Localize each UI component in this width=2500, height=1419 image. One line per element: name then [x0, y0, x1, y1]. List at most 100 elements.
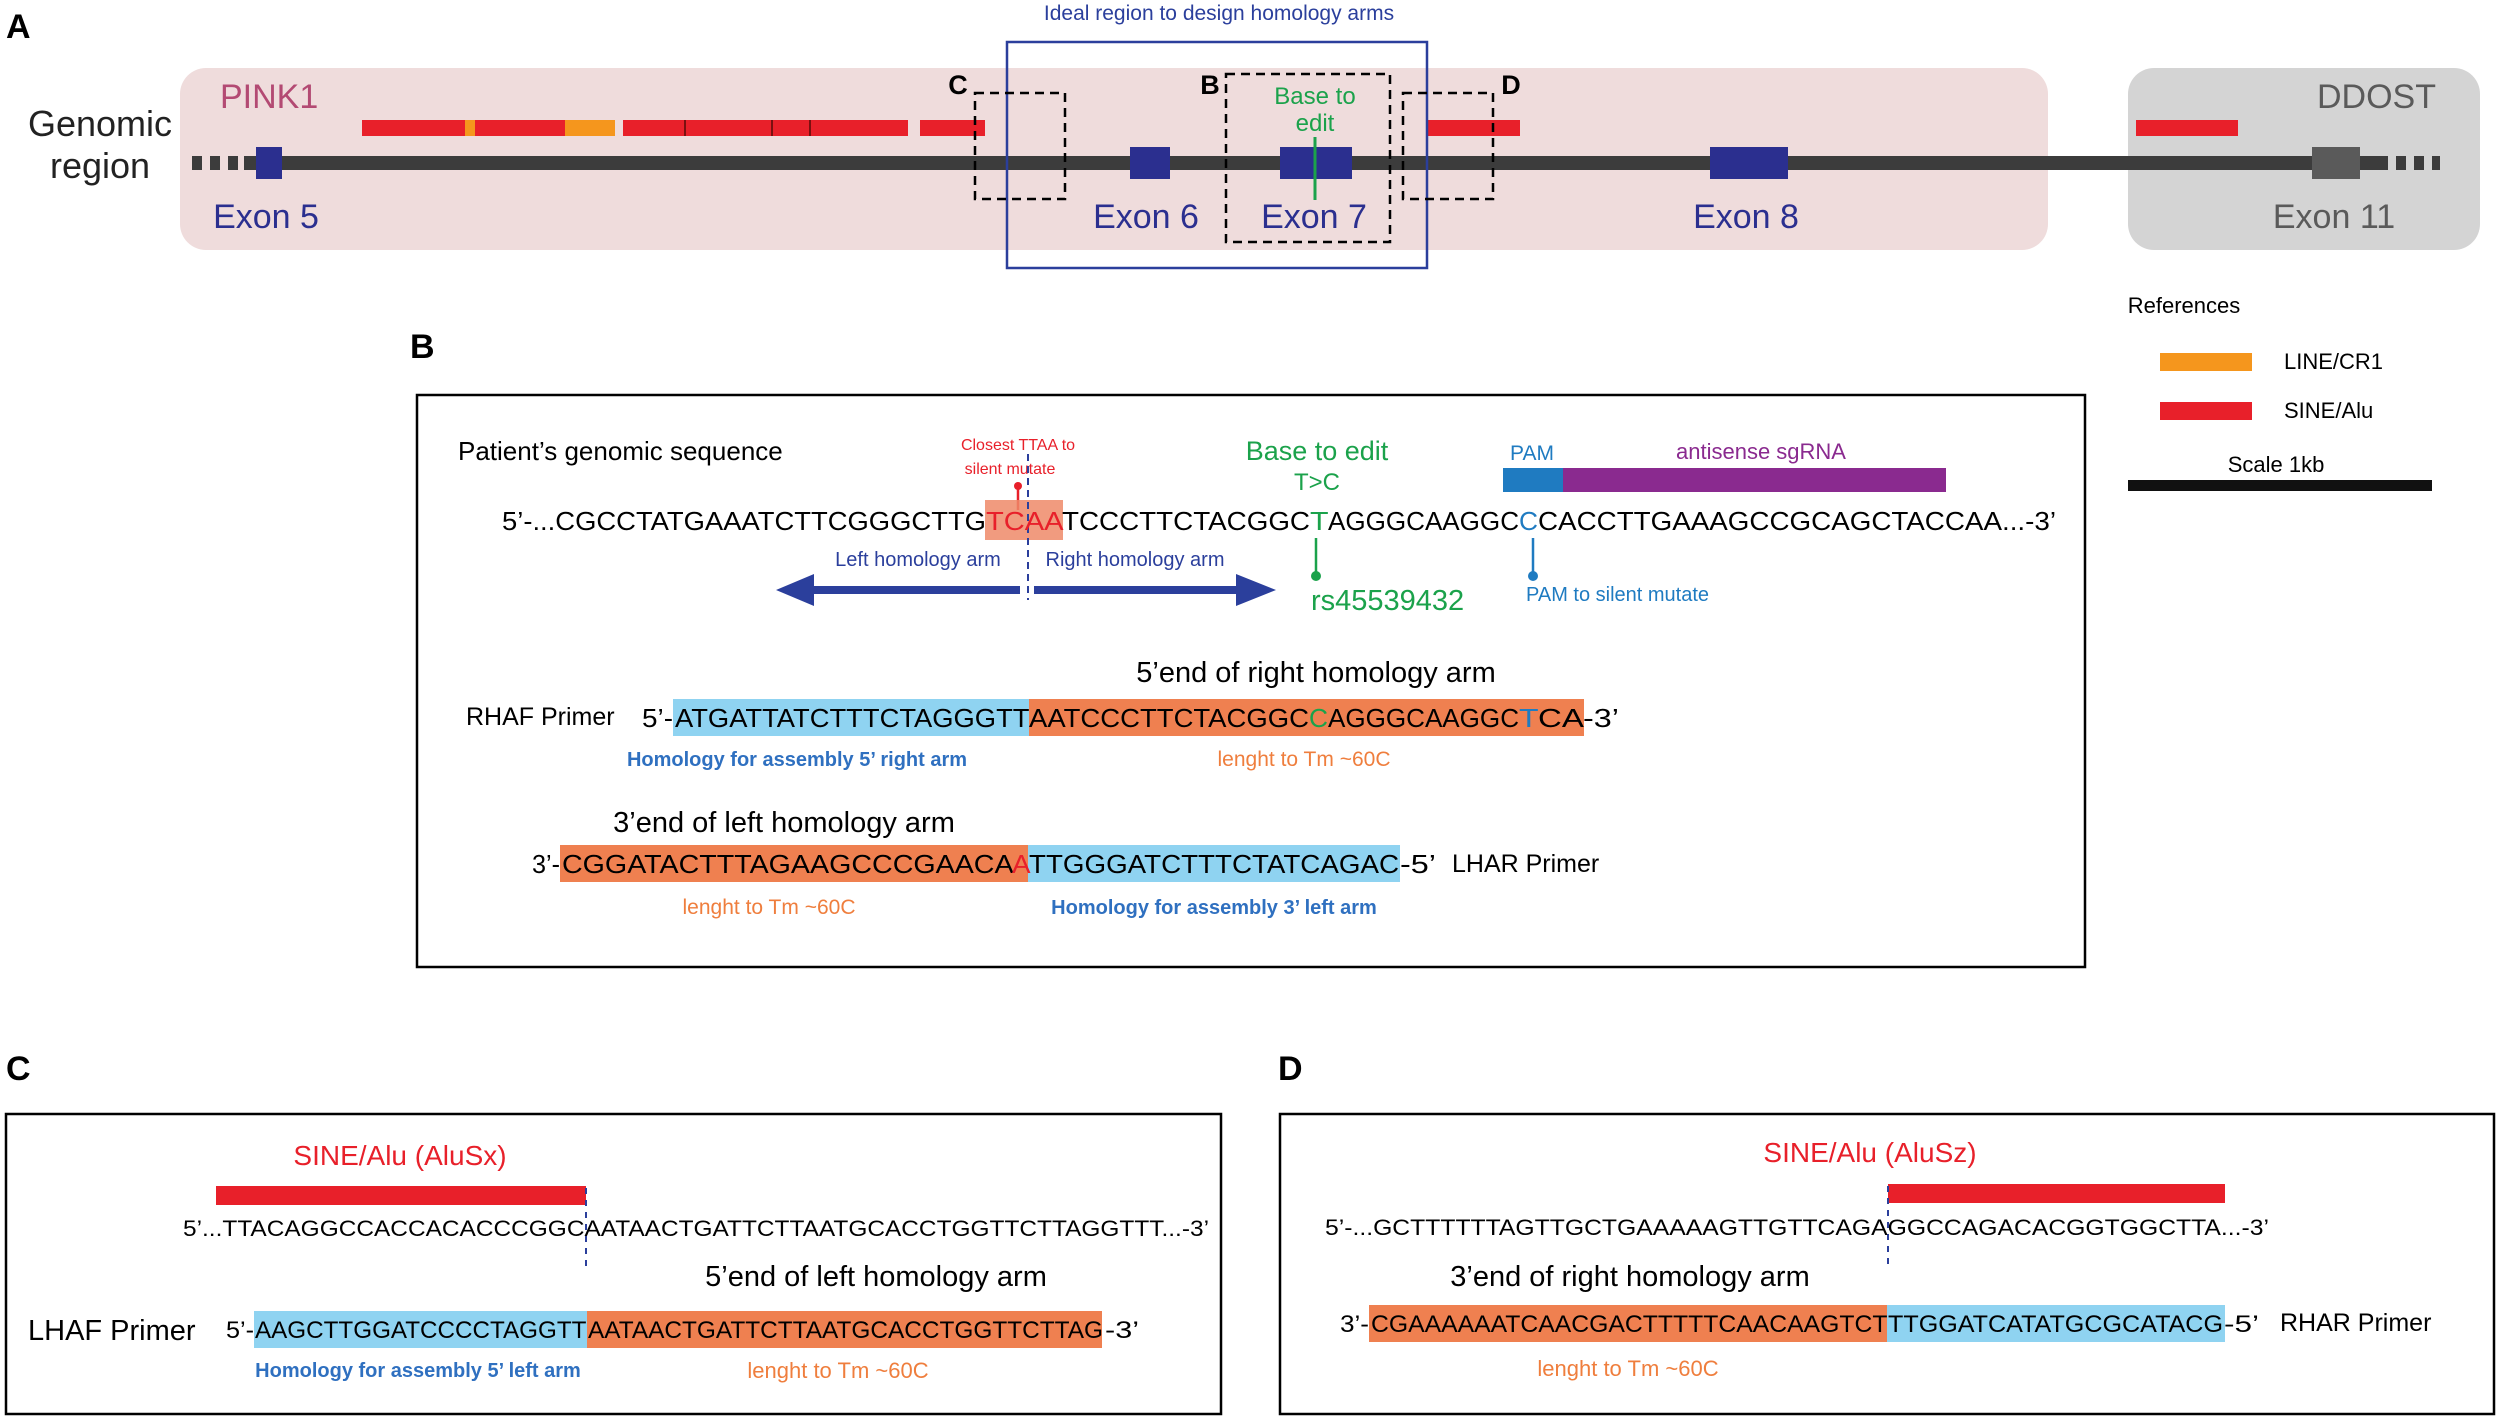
pam-silent-label: PAM to silent mutate	[1526, 584, 1709, 606]
lhar-title: 3’end of left homology arm	[613, 807, 955, 839]
base-edit-label-2: edit	[1296, 110, 1335, 137]
exon-6-label: Exon 6	[1093, 198, 1199, 236]
legend-sine-alu-label: SINE/Alu	[2284, 398, 2373, 423]
exon-8-label: Exon 8	[1693, 198, 1799, 236]
left-arm-arrowhead	[776, 574, 814, 606]
gene-ddost: DDOST	[2317, 78, 2436, 116]
pam-bar	[1503, 468, 1563, 492]
primer-segment: AAGCTTGGATCCCCTAGGTT	[255, 1317, 587, 1344]
legend-sine-alu-swatch	[2160, 402, 2252, 420]
rhaf-title: 5’end of right homology arm	[1136, 657, 1495, 689]
primer-end: 5’-	[642, 703, 673, 733]
lhaf-primer-name: LHAF Primer	[28, 1315, 196, 1347]
rhar-primer-name: RHAR Primer	[2280, 1309, 2431, 1337]
rhaf-orange-box	[1029, 699, 1584, 736]
exon-11-label: Exon 11	[2273, 198, 2395, 236]
rhar-tm-label: lenght to Tm ~60C	[1537, 1356, 1718, 1381]
legend-line-cr1-swatch	[2160, 353, 2252, 371]
primer-pam-base: T	[1519, 703, 1539, 733]
box-b	[1224, 72, 1392, 244]
panel-c-title: 5’end of left homology arm	[705, 1261, 1047, 1293]
panel-c: C SINE/Alu (AluSx) 5’...TTACAGGCCACCACAC…	[4, 1050, 1223, 1416]
panel-c-label: C	[6, 1050, 31, 1088]
genomic-label-2: region	[50, 145, 150, 186]
lhar-primer-sequence: 3’- CGGATACTTTAGAAGCCCGAACA A TTGGGATCTT…	[532, 849, 1436, 879]
panel-d-title: 3’end of right homology arm	[1450, 1261, 1809, 1293]
right-arm-arrowhead	[1236, 574, 1276, 606]
lhaf-tm-label: lenght to Tm ~60C	[747, 1358, 928, 1383]
sine-element	[362, 120, 612, 136]
panel-b-label: B	[410, 328, 435, 366]
rhaf-primer-name: RHAF Primer	[466, 703, 615, 731]
closest-ttaa-label-2: silent mutate	[965, 461, 1056, 478]
lhar-homology-label: Homology for assembly 3’ left arm	[1051, 897, 1377, 919]
legend-line-cr1-label: LINE/CR1	[2284, 349, 2383, 374]
seq-segment: TCCCTTCTACGGC	[1062, 506, 1310, 536]
panel-d-sine-label: SINE/Alu (AluSz)	[1763, 1137, 1976, 1168]
pam-label: PAM	[1510, 442, 1554, 465]
panel-b: B Patient’s genomic sequence Closest TTA…	[410, 328, 2087, 969]
panel-d-sine-bar	[1888, 1184, 2225, 1203]
primer-end: 3’-	[532, 849, 560, 879]
ideal-region-frame	[1005, 40, 1429, 270]
left-arm-label: Left homology arm	[835, 549, 1001, 571]
exon-5-label: Exon 5	[213, 198, 319, 236]
primer-segment: AGGGCAAGGC	[1328, 703, 1519, 733]
sine-element	[920, 120, 985, 136]
closest-ttaa-label-1: Closest TTAA to	[961, 437, 1075, 454]
rhaf-tm-label: lenght to Tm ~60C	[1218, 748, 1391, 771]
primer-segment: CA	[1538, 703, 1585, 733]
primer-end: -5’	[2224, 1311, 2259, 1338]
primer-end: 3’-	[1340, 1311, 1369, 1338]
genomic-label-1: Genomic	[28, 103, 172, 144]
primer-segment: AATAACTGATTCTTAATGCACCTGGTTCTTAG	[588, 1317, 1103, 1344]
rhar-orange-box	[1369, 1305, 1887, 1342]
line-element	[465, 120, 475, 136]
panel-a-label: A	[6, 8, 31, 46]
sine-element	[1428, 120, 1520, 136]
panel-d-genomic-sequence: 5’-...GCTTTTTTAGTTGCTGAAAAAGTTGTTCAGAGGC…	[1325, 1215, 2269, 1240]
exon-6	[1130, 147, 1170, 179]
primer-edit-base: C	[1309, 703, 1328, 733]
sine-element	[812, 120, 907, 136]
box-d	[1401, 91, 1495, 201]
primer-segment: TTGGGATCTTTCTATCAGAC	[1029, 849, 1399, 879]
rhar-cyan-box	[1887, 1305, 2225, 1342]
patient-sequence-label: Patient’s genomic sequence	[458, 436, 783, 466]
panel-b-frame	[415, 393, 2087, 969]
primer-segment: AATCCCTTCTACGGC	[1029, 703, 1309, 733]
primer-segment: CGAAAAAATCAACGACTTTTTCAACAAGTCT	[1371, 1311, 1888, 1338]
primer-segment: TTGGATCATATGCGCATACG	[1888, 1311, 2223, 1338]
scale-label: Scale 1kb	[2228, 452, 2325, 477]
right-arm-label: Right homology arm	[1046, 549, 1225, 571]
lhar-tm-label: lenght to Tm ~60C	[683, 896, 856, 919]
box-d-label: D	[1501, 70, 1521, 100]
panel-d-label: D	[1278, 1050, 1303, 1088]
lhar-cyan-box	[1028, 845, 1400, 882]
exon-7-label: Exon 7	[1261, 198, 1367, 236]
seq-ttaa: TCAA	[986, 506, 1064, 536]
seq-segment: CACCTTGAAAGCCGCAGCTACCAA...-3’	[1538, 506, 2056, 536]
box-b-label: B	[1200, 70, 1220, 100]
box-c	[973, 91, 1067, 201]
panel-d-frame	[1278, 1112, 2496, 1416]
exon-5	[256, 147, 282, 179]
scale-bar	[2128, 480, 2432, 491]
seq-segment: AGGGCAAGGC	[1328, 506, 1519, 536]
base-edit-label: Base to edit	[1246, 436, 1389, 466]
primer-end: -3’	[1105, 1317, 1139, 1344]
seq-segment: 5’-...CGCCTATGAAATCTTCGGGCTTG	[502, 506, 986, 536]
lhaf-homology-label: Homology for assembly 5’ left arm	[255, 1360, 581, 1382]
exon-11	[2312, 147, 2360, 179]
lhaf-cyan-box	[254, 1311, 587, 1348]
primer-end: 5’-	[226, 1317, 254, 1344]
references: References LINE/CR1 SINE/Alu Scale 1kb	[2128, 293, 2432, 491]
panel-d: D SINE/Alu (AluSz) 5’-...GCTTTTTTAGTTGCT…	[1278, 1050, 2496, 1416]
base-edit-label-1: Base to	[1274, 83, 1355, 110]
panel-c-sine-bar	[216, 1186, 586, 1205]
primer-end: -5’	[1400, 849, 1436, 879]
sgrna-bar	[1563, 468, 1946, 492]
lhaf-primer-sequence: 5’- AAGCTTGGATCCCCTAGGTT AATAACTGATTCTTA…	[226, 1317, 1139, 1344]
panel-c-genomic-sequence: 5’...TTACAGGCCACCACACCCGGCAATAACTGATTCTT…	[183, 1216, 1209, 1241]
